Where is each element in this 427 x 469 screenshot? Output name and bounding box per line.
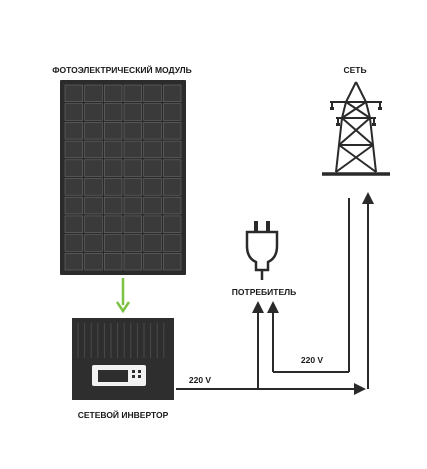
- panel-cell: [143, 196, 162, 215]
- panel-cell: [64, 84, 83, 103]
- panel-cell: [104, 140, 123, 159]
- panel-cell: [84, 84, 103, 103]
- panel-cell: [123, 215, 142, 233]
- panel-cell: [123, 234, 142, 252]
- panel-cell: [104, 253, 123, 271]
- panel-cell: [64, 103, 83, 121]
- panel-cell: [163, 122, 182, 140]
- wiring: [176, 192, 374, 395]
- panel-cell: [163, 234, 182, 252]
- consumer-label: ПОТРЕБИТЕЛЬ: [232, 287, 296, 297]
- panel-cells: [64, 84, 182, 271]
- panel-cell: [64, 234, 83, 252]
- panel-cell: [163, 215, 182, 233]
- solar-panel-icon: [60, 80, 186, 275]
- panel-cell: [64, 196, 83, 215]
- inverter-grille: [77, 323, 165, 358]
- panel-cell: [84, 178, 103, 196]
- panel-cell: [104, 84, 123, 103]
- panel-cell: [143, 122, 162, 140]
- panel-cell: [143, 103, 162, 121]
- panel-cell: [123, 122, 142, 140]
- panel-cell: [163, 178, 182, 196]
- panel-cell: [163, 140, 182, 159]
- panel-cell: [163, 159, 182, 177]
- plug-icon: [245, 221, 279, 280]
- panel-cell: [64, 159, 83, 177]
- panel-cell: [84, 159, 103, 177]
- panel-to-inverter-arrow: [115, 278, 131, 314]
- panel-cell: [104, 215, 123, 233]
- panel-cell: [123, 196, 142, 215]
- panel-cell: [84, 234, 103, 252]
- panel-cell: [64, 140, 83, 159]
- panel-cell: [104, 103, 123, 121]
- panel-cell: [123, 159, 142, 177]
- panel-cell: [104, 178, 123, 196]
- panel-cell: [123, 140, 142, 159]
- panel-cell: [84, 103, 103, 121]
- panel-cell: [64, 178, 83, 196]
- inverter-label: СЕТЕВОЙ ИНВЕРТОР: [78, 409, 169, 420]
- panel-cell: [143, 215, 162, 233]
- panel-cell: [143, 253, 162, 271]
- panel-cell: [123, 84, 142, 103]
- voltage-inverter-output: 220 V: [189, 375, 212, 385]
- panel-cell: [123, 178, 142, 196]
- panel-cell: [143, 178, 162, 196]
- panel-cell: [64, 215, 83, 233]
- panel-cell: [64, 253, 83, 271]
- panel-cell: [123, 253, 142, 271]
- pv-module-label: ФОТОЭЛЕКТРИЧЕСКИЙ МОДУЛЬ: [52, 64, 192, 75]
- panel-cell: [84, 215, 103, 233]
- panel-cell: [104, 234, 123, 252]
- panel-cell: [84, 253, 103, 271]
- panel-cell: [143, 140, 162, 159]
- power-tower-icon: [322, 81, 390, 176]
- panel-cell: [104, 122, 123, 140]
- panel-cell: [163, 103, 182, 121]
- panel-cell: [143, 84, 162, 103]
- panel-cell: [123, 103, 142, 121]
- panel-cell: [143, 159, 162, 177]
- panel-cell: [163, 196, 182, 215]
- panel-cell: [163, 253, 182, 271]
- inverter-icon: [72, 318, 174, 400]
- grid-label: СЕТЬ: [343, 65, 366, 75]
- panel-cell: [143, 234, 162, 252]
- panel-cell: [104, 196, 123, 215]
- panel-cell: [104, 159, 123, 177]
- panel-cell: [84, 196, 103, 215]
- voltage-grid: 220 V: [301, 355, 324, 365]
- panel-cell: [84, 122, 103, 140]
- insulators: [330, 107, 382, 126]
- panel-cell: [163, 84, 182, 103]
- panel-cell: [64, 122, 83, 140]
- panel-cell: [84, 140, 103, 159]
